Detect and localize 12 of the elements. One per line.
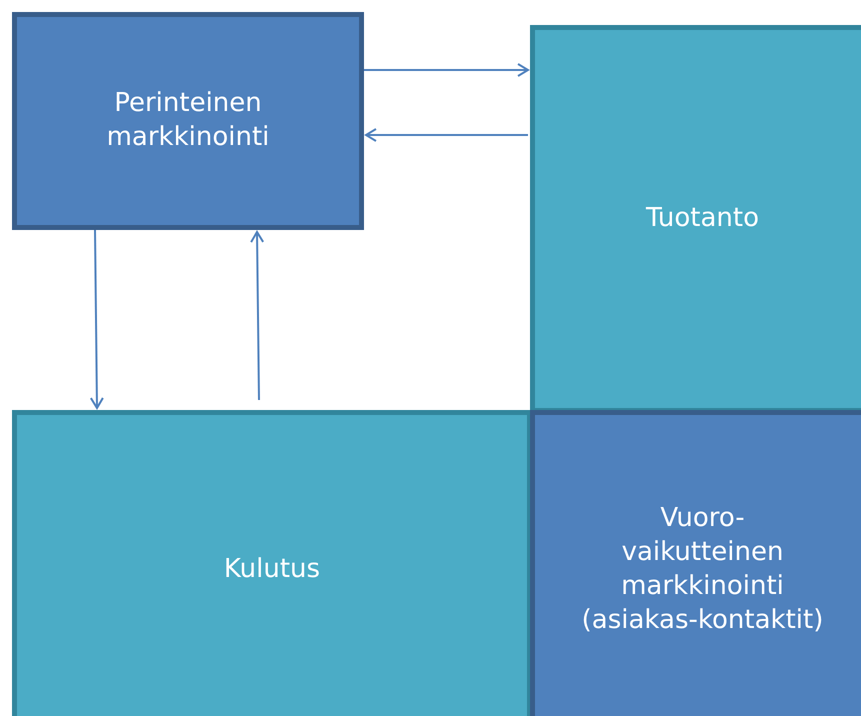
process-box: [530, 25, 861, 413]
arrow: [365, 128, 528, 142]
process-box: [530, 410, 861, 716]
arrow: [250, 231, 264, 400]
arrow: [364, 63, 529, 77]
box-label: Tuotanto: [646, 202, 760, 236]
process-box: [12, 410, 532, 716]
box-label: Perinteinen markkinointi: [106, 87, 270, 154]
arrow: [90, 230, 104, 409]
process-box: [12, 12, 364, 230]
box-label: Vuoro- vaikutteinen markkinointi (asiakas-kontaktit): [580, 502, 824, 637]
box-label: Kulutus: [224, 553, 320, 586]
